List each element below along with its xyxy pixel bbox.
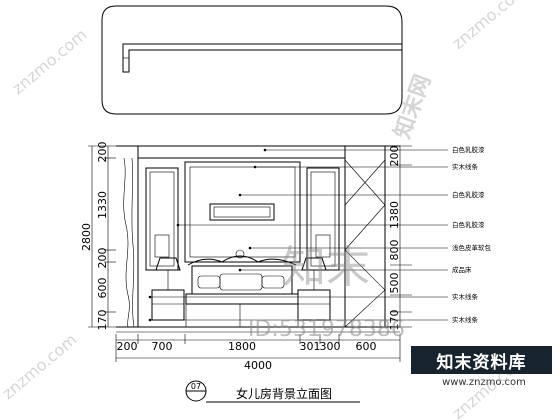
material-note: 实木线条 [452,162,479,171]
brand-logo: 知末资料库 [411,346,552,374]
left-nightstand [151,257,185,321]
annotation-leaders [148,148,448,322]
material-note: 浅色皮革软包 [452,243,492,252]
watermark-site: znzmo.com [448,0,530,53]
material-note: 实木线条 [452,292,479,301]
drawing-title: 女儿房背景立面图 [236,386,332,401]
dim-bottom-segment: 200 [117,340,138,353]
material-note: 实木线条 [452,315,479,324]
wall-panels [145,161,340,271]
watermark-vertical: 知末网 [389,71,436,142]
drawing-number: 07 [191,382,201,391]
dim-left-segment: 1330 [96,191,109,219]
dim-right-segment: 800 [388,240,401,261]
right-dimension-chain [390,145,412,328]
brand-url: www.znzmo.com [442,377,526,388]
plan-view [101,5,403,115]
dim-bottom-segment: 301 [300,340,321,353]
left-dimension-chain [88,145,116,328]
material-note: 白色乳胶漆 [452,190,485,199]
dim-left-segment: 170 [96,310,109,331]
title-block [185,380,360,403]
watermark-big: 知末 [282,242,370,293]
dim-right-segment: 500 [388,273,401,294]
dim-bottom-segment: 700 [152,340,173,353]
dim-left-segment: 600 [96,278,109,299]
dim-right-segment: 200 [388,146,401,167]
watermark-site: znzmo.com [8,25,90,98]
dim-right-segment: 1380 [388,201,401,229]
dim-left-overall: 2800 [80,223,93,251]
material-note: 白色乳胶漆 [452,220,485,229]
dim-bottom-segment: 600 [356,340,377,353]
bottom-dimension-chain [115,334,401,362]
dim-bottom-segment: 300 [320,340,341,353]
dim-left-segment: 200 [96,142,109,163]
watermark-id: ID:531978386 [248,317,405,342]
watermark-site: znzmo.com [0,330,81,403]
dim-bottom-overall: 4000 [244,359,272,372]
material-note: 白色乳胶漆 [452,145,485,154]
material-note: 成品床 [452,265,472,274]
dim-bottom-segment: 1800 [228,340,256,353]
dim-left-segment: 200 [96,248,109,269]
